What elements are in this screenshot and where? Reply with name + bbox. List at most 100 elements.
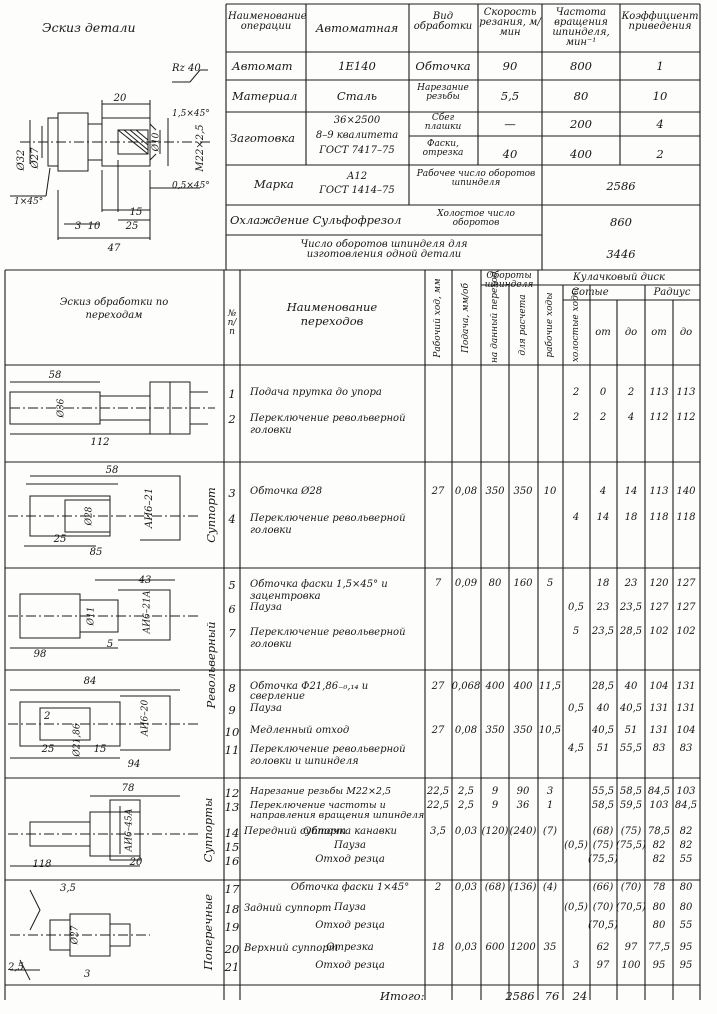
step-to: 14 — [624, 486, 638, 497]
step-to: 28,5 — [619, 626, 643, 637]
step-w: 10 — [543, 486, 557, 497]
step-to: 2 — [627, 387, 635, 398]
summary-value: 860 — [610, 215, 632, 229]
sk3-43: 43 — [138, 575, 152, 586]
step-i: 4 — [572, 512, 580, 523]
step-number: 16 — [224, 854, 240, 868]
dim-15: 15 — [129, 207, 143, 218]
sk5-tool: АИ6–45А — [124, 808, 135, 852]
step-r1: 78,5 — [647, 826, 671, 837]
step-name: Медленный отход — [250, 725, 350, 736]
step-name: Переключение револьверной головки — [250, 513, 406, 536]
step-r1: 77,5 — [647, 942, 671, 953]
param-value: 8–9 квалитета — [315, 130, 399, 141]
step-r2: 80 — [679, 882, 693, 893]
step-rc: 36 — [516, 800, 530, 811]
summary-value: 3446 — [606, 247, 636, 261]
step-from: 55,5 — [591, 786, 615, 797]
col-automatic: Автоматная — [315, 21, 399, 35]
step-name: Обточка Ø28 — [250, 486, 323, 497]
step-i: 3 — [572, 960, 580, 971]
step-r1: 131 — [649, 703, 669, 714]
machining-type: Нарезание резьбы — [417, 83, 469, 102]
param-name: Автомат — [232, 59, 293, 73]
machining-coef: 10 — [652, 89, 668, 103]
col-to-r: до — [679, 327, 693, 338]
step-r2: 80 — [679, 902, 693, 913]
step-from: (70) — [592, 902, 614, 913]
step-i: (0,5) — [564, 902, 588, 913]
step-from: 23,5 — [591, 626, 615, 637]
step-r1: 113 — [649, 486, 669, 497]
param-name: Охлаждение — [230, 213, 310, 227]
step-stroke: 3,5 — [430, 826, 446, 837]
machining-coef: 1 — [656, 59, 664, 73]
step-name: Нарезание резьбы М22×2,5 — [250, 786, 392, 797]
step-from: 18 — [596, 578, 610, 589]
step-to: 97 — [624, 942, 638, 953]
step-feed: 0,03 — [454, 882, 478, 893]
machining-type: Обточка — [415, 59, 471, 73]
machining-coef: 2 — [656, 147, 664, 161]
step-from: (66) — [592, 882, 614, 893]
step-number: 19 — [224, 920, 240, 934]
sk2-58: 58 — [105, 465, 119, 476]
step-from: (75,5) — [587, 854, 619, 865]
col-from: от — [595, 327, 611, 338]
sk2-tool: АИ6–21 — [144, 487, 155, 529]
step-feed: 0,03 — [454, 942, 478, 953]
sk4-94: 94 — [127, 759, 141, 770]
step-r2: 102 — [676, 626, 696, 637]
step-rc: 350 — [513, 486, 533, 497]
sketch-title: Эскиз детали — [42, 20, 136, 35]
step-name: Отход резца — [315, 920, 385, 931]
step-feed: 0,08 — [454, 725, 478, 736]
step-rg: 400 — [485, 681, 505, 692]
param-name: Заготовка — [230, 131, 296, 145]
step-rg: 9 — [491, 786, 499, 797]
step-r1: 82 — [652, 854, 666, 865]
rear-support-label: Задний суппорт — [244, 903, 332, 914]
step-rc: 1200 — [510, 942, 536, 953]
sk4-15: 15 — [93, 744, 107, 755]
step-name: Обточка канавки — [303, 826, 397, 837]
step-w: 35 — [543, 942, 557, 953]
step-w: 5 — [546, 578, 554, 589]
step-name: Обточка фаски 1,5×45° и зацентровка — [250, 579, 388, 602]
param-value: ГОСТ 7417–75 — [319, 145, 395, 156]
sk6-25: 2,5 — [8, 962, 24, 973]
step-number: 11 — [224, 743, 240, 757]
step-r1: 95 — [652, 960, 666, 971]
step-rg: 9 — [491, 800, 499, 811]
step-to: 100 — [621, 960, 641, 971]
machining-rpm: 800 — [570, 59, 592, 73]
step-number: 14 — [224, 826, 240, 840]
step-r1: 82 — [652, 840, 666, 851]
col-from-r: от — [651, 327, 667, 338]
param-value: Сульфофрезол — [312, 213, 402, 227]
step-rg: 600 — [485, 942, 505, 953]
step-w: 3 — [546, 786, 554, 797]
step-number: 8 — [228, 681, 236, 695]
step-to: 55,5 — [619, 743, 643, 754]
step-w: 10,5 — [538, 725, 562, 736]
step-from: 40 — [596, 703, 610, 714]
step-r1: 127 — [649, 602, 669, 613]
param-value: ГОСТ 1414–75 — [319, 185, 395, 196]
step-number: 15 — [224, 840, 240, 854]
machining-type: Фаски, отрезка — [422, 139, 464, 158]
step-w: 1 — [546, 800, 554, 811]
summary-value: 2586 — [606, 179, 636, 193]
sk1-112: 112 — [90, 437, 110, 448]
col-radius: Радиус — [653, 287, 691, 298]
step-stroke: 22,5 — [426, 786, 450, 797]
step-rc: (136) — [509, 882, 537, 893]
step-rc: 350 — [513, 725, 533, 736]
step-number: 7 — [228, 626, 236, 640]
step-r2: 55 — [679, 854, 693, 865]
machining-rpm: 400 — [570, 147, 592, 161]
step-rg: 350 — [485, 725, 505, 736]
step-number: 20 — [224, 942, 240, 956]
step-rg: 80 — [488, 578, 502, 589]
sk4-84: 84 — [83, 676, 97, 687]
